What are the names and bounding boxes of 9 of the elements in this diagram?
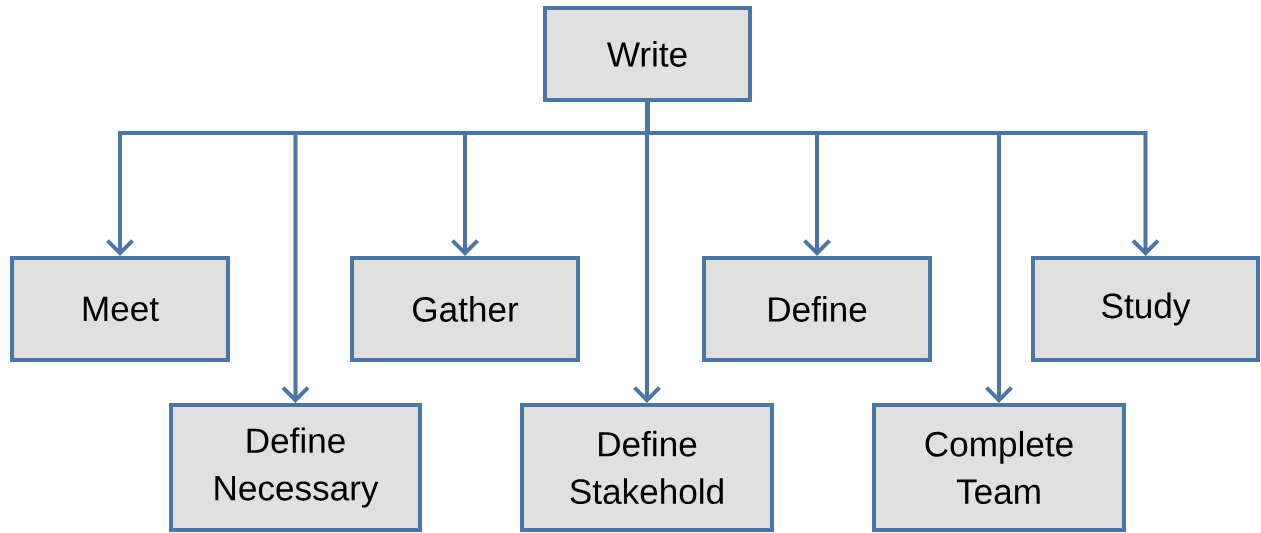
process-box: Meet <box>10 255 231 362</box>
arrow <box>645 102 1160 256</box>
process-box: Write <box>543 5 753 102</box>
process-box: Complete Team <box>872 402 1126 532</box>
process-box: Define <box>702 255 932 362</box>
process-box: Study <box>1031 255 1260 362</box>
process-box: Define Necessary <box>169 402 423 532</box>
process-box: Define Stakehold <box>520 402 775 532</box>
process-box: Gather <box>350 255 580 362</box>
